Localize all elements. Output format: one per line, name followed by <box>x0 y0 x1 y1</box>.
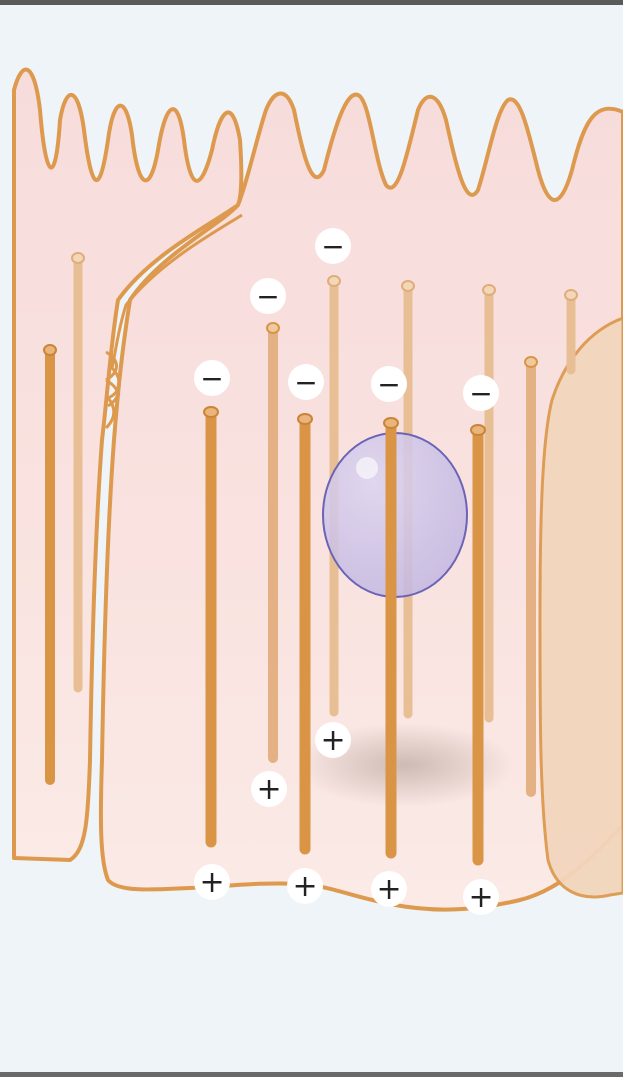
svg-text:−: − <box>377 368 400 401</box>
vesicle-microtubule <box>384 418 398 853</box>
svg-text:−: − <box>321 230 344 263</box>
plus-marker: + <box>287 868 323 904</box>
svg-text:−: − <box>469 377 492 410</box>
svg-text:−: − <box>294 366 317 399</box>
svg-text:+: + <box>320 723 345 758</box>
minus-marker: − <box>463 375 499 411</box>
plus-marker: + <box>194 864 230 900</box>
svg-text:+: + <box>199 865 224 900</box>
svg-text:−: − <box>200 362 223 395</box>
plus-marker: + <box>315 722 351 758</box>
svg-text:+: + <box>468 880 493 915</box>
svg-text:+: + <box>256 772 281 807</box>
minus-marker: − <box>371 366 407 402</box>
plus-marker: + <box>251 771 287 807</box>
right-neighbor-cell <box>540 318 623 897</box>
svg-text:+: + <box>376 872 401 907</box>
svg-text:+: + <box>292 869 317 904</box>
svg-text:−: − <box>256 280 279 313</box>
minus-marker: − <box>315 228 351 264</box>
minus-marker: − <box>288 364 324 400</box>
plus-marker: + <box>463 879 499 915</box>
minus-marker: − <box>250 278 286 314</box>
plus-marker: + <box>371 871 407 907</box>
minus-marker: − <box>194 360 230 396</box>
bottom-frame-edge <box>0 1072 623 1077</box>
